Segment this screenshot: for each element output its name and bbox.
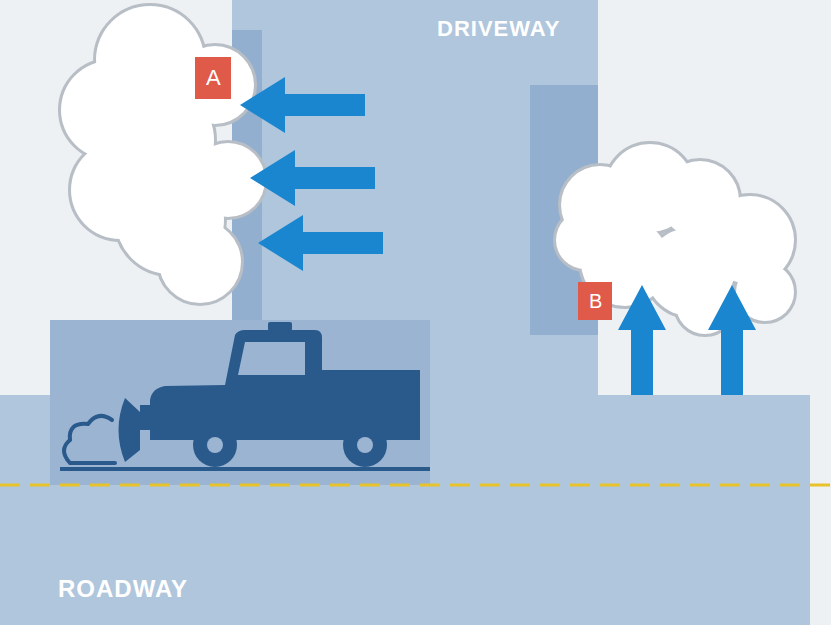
snow-fill bbox=[556, 211, 614, 269]
snow-fill bbox=[176, 46, 254, 124]
location-marker: B bbox=[578, 282, 612, 320]
ground-line bbox=[60, 467, 430, 471]
push-arrow bbox=[240, 77, 365, 133]
roadway-area: ROADWAY bbox=[0, 395, 810, 625]
location-marker: A bbox=[195, 57, 231, 99]
push-arrow bbox=[708, 285, 756, 395]
snow-fill bbox=[159, 221, 241, 303]
wheel-hub bbox=[207, 437, 223, 453]
light-bar bbox=[268, 322, 292, 331]
area-label: DRIVEWAY bbox=[437, 16, 560, 42]
driveway-area: DRIVEWAY bbox=[232, 0, 598, 395]
wheel-hub bbox=[357, 437, 373, 453]
snow-puff bbox=[64, 416, 115, 463]
center-line bbox=[0, 484, 831, 487]
push-arrow bbox=[618, 285, 666, 395]
snow-pile bbox=[60, 5, 266, 304]
truck-wheel bbox=[193, 423, 237, 467]
truck-wheel bbox=[343, 423, 387, 467]
marker-letter: B bbox=[589, 290, 602, 313]
push-arrow bbox=[250, 150, 375, 206]
snow-pile bbox=[555, 143, 795, 335]
truck-window bbox=[238, 342, 305, 375]
truck-body bbox=[150, 330, 420, 440]
plow-zone bbox=[50, 320, 430, 485]
snow-piles bbox=[60, 5, 795, 335]
marker-letter: A bbox=[206, 65, 221, 91]
plow-truck bbox=[60, 322, 430, 469]
plow-blade bbox=[119, 398, 151, 462]
push-arrow bbox=[258, 215, 383, 271]
area-label: ROADWAY bbox=[58, 575, 188, 603]
